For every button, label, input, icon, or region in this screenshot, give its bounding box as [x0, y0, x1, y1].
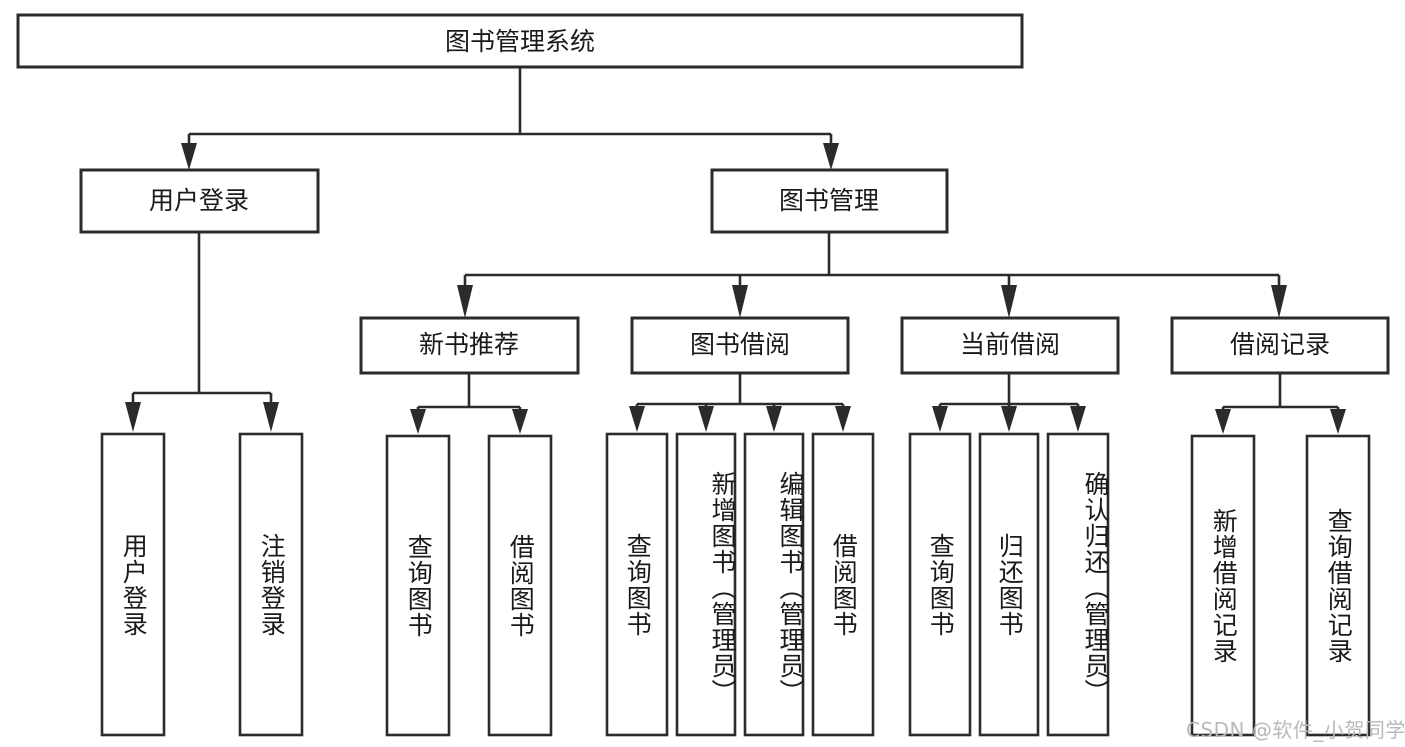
connector-current-to-leaves	[932, 373, 1086, 432]
connector-bookmgmt-to-level3	[457, 232, 1287, 318]
node-user-login[interactable]: 用户登录	[79, 168, 320, 234]
node-current-borrow-label: 当前借阅	[960, 330, 1060, 359]
node-book-management[interactable]: 图书管理	[710, 168, 949, 234]
connector-record-to-leaves	[1215, 373, 1346, 434]
node-current-borrow[interactable]: 当前借阅	[900, 316, 1120, 375]
node-book-management-label: 图书管理	[779, 186, 879, 215]
node-root-label: 图书管理系统	[445, 27, 595, 56]
node-borrow-record-label: 借阅记录	[1230, 330, 1330, 359]
leaf-borrow-add-book-admin[interactable]	[675, 432, 737, 737]
connector-borrow-to-leaves	[629, 373, 851, 432]
node-new-book-recommend[interactable]: 新书推荐	[359, 316, 580, 375]
node-borrow-record[interactable]: 借阅记录	[1170, 316, 1390, 375]
leaf-record-add-record[interactable]	[1190, 434, 1256, 737]
node-new-book-recommend-label: 新书推荐	[419, 330, 519, 359]
leaf-borrow-borrow-book[interactable]	[811, 432, 875, 737]
leaf-record-query-record[interactable]	[1305, 434, 1371, 737]
leaf-current-confirm-return-admin[interactable]	[1046, 432, 1110, 737]
node-book-borrow-label: 图书借阅	[690, 330, 790, 359]
leaf-borrow-edit-book-admin[interactable]	[743, 432, 805, 737]
node-root[interactable]: 图书管理系统	[16, 13, 1024, 69]
csdn-watermark: CSDN @软件_小贺同学	[1186, 718, 1405, 742]
connector-userlogin-to-leaves	[125, 232, 279, 432]
connector-root-to-level2	[181, 68, 839, 170]
leaf-current-return-book[interactable]	[978, 432, 1040, 737]
leaf-current-query-book[interactable]	[908, 432, 972, 737]
connector-newbook-to-leaves	[410, 373, 528, 434]
leaf-user-login-login[interactable]	[100, 432, 166, 737]
node-book-borrow[interactable]: 图书借阅	[630, 316, 850, 375]
leaf-borrow-query-book[interactable]	[605, 432, 669, 737]
node-user-login-label: 用户登录	[149, 186, 249, 215]
leaf-newbook-borrow-book[interactable]	[487, 434, 553, 737]
leaf-user-login-logout[interactable]	[238, 432, 304, 737]
leaf-newbook-query-book[interactable]	[385, 434, 451, 737]
